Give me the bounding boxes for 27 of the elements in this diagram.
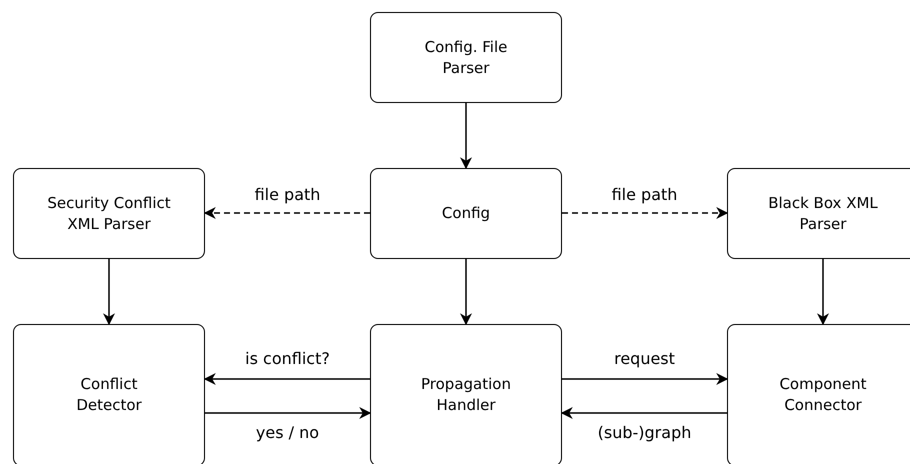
process-box xyxy=(13,168,205,259)
edge-label: file path xyxy=(252,185,322,205)
arrow xyxy=(460,259,472,326)
node-text: Component Connector xyxy=(778,374,868,416)
arrow xyxy=(562,207,728,219)
arrow xyxy=(204,373,370,385)
node-text: Propagation Handler xyxy=(420,374,512,416)
edge-label: yes / no xyxy=(254,423,322,443)
arrow xyxy=(562,373,728,385)
arrow xyxy=(460,103,472,170)
process-box xyxy=(370,324,562,464)
node-text: Conflict Detector xyxy=(75,374,143,416)
arrow xyxy=(817,259,829,326)
node-text: Security Conflict XML Parser xyxy=(46,192,172,234)
arrow xyxy=(103,259,115,326)
arrow xyxy=(204,207,370,219)
arrow xyxy=(560,407,727,419)
node-text: Config xyxy=(442,203,490,224)
process-box xyxy=(13,324,205,464)
arrow xyxy=(205,407,372,419)
process-box xyxy=(727,324,910,464)
edge-label: file path xyxy=(610,185,680,205)
node-text: Config. File Parser xyxy=(424,36,508,78)
process-box xyxy=(727,168,910,259)
process-box xyxy=(370,12,562,103)
process-box xyxy=(370,168,562,259)
node-text: Black Box XML Parser xyxy=(767,192,879,234)
